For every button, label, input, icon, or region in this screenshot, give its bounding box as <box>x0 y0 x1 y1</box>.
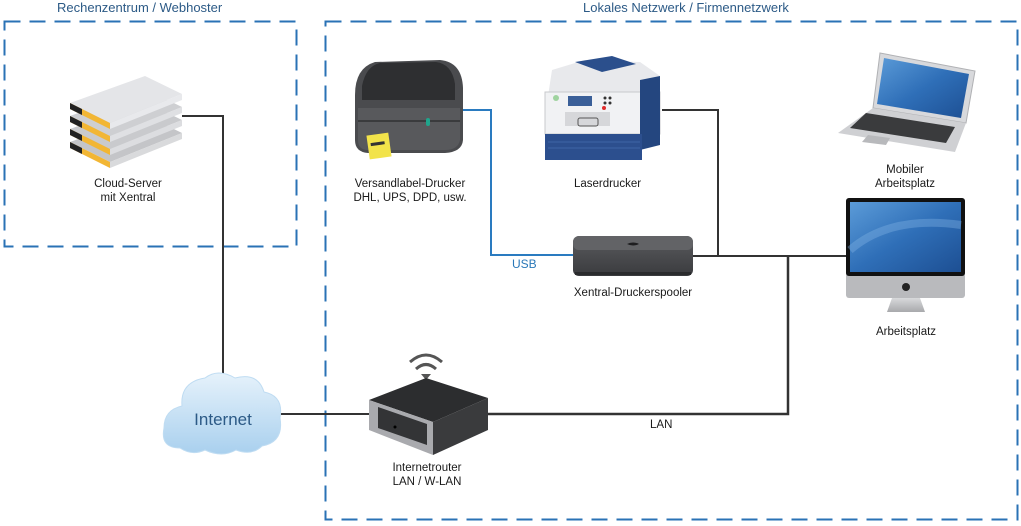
label-printer-node-label[interactable]: Versandlabel-Drucker DHL, UPS, DPD, usw. <box>340 177 480 205</box>
laser-printer-label-line1: Laserdrucker <box>573 178 642 190</box>
desktop-label-line1: Arbeitsplatz <box>875 326 937 338</box>
usb-line <box>463 109 573 256</box>
connection-lines <box>182 109 846 416</box>
server-stack-icon <box>70 53 182 168</box>
mini-pc-icon <box>573 236 693 276</box>
spooler-node-label[interactable]: Xentral-Druckerspooler <box>563 286 703 300</box>
datacenter-zone-border <box>3 20 298 248</box>
router-icon <box>369 353 488 455</box>
lan-zone-border <box>324 20 1019 521</box>
label-printer-label-line1: Versandlabel-Drucker <box>354 178 466 190</box>
cloud-icon <box>162 372 282 455</box>
laser-printer-icon <box>544 56 661 160</box>
lan-zone-title: Lokales Netzwerk / Firmennetzwerk <box>583 0 789 15</box>
label-printer-icon <box>355 60 463 160</box>
usb-connection-label: USB <box>512 257 537 271</box>
wifi-icon <box>409 353 443 371</box>
desktop-computer-icon <box>846 198 965 312</box>
cloud-server-node-label[interactable]: Cloud-Server mit Xentral <box>68 177 188 205</box>
laser-spooler-line <box>662 109 719 256</box>
internet-node-label[interactable]: Internet <box>194 410 252 429</box>
lan-connection-label: LAN <box>650 419 673 431</box>
laptop-icon <box>838 52 976 152</box>
router-node-label[interactable]: Internetrouter LAN / W-LAN <box>372 461 482 489</box>
router-label-line2: LAN / W-LAN <box>392 476 462 488</box>
cloud-server-label-line1: Cloud-Server <box>94 178 162 190</box>
datacenter-zone-title: Rechenzentrum / Webhoster <box>57 0 223 15</box>
server-internet-line <box>182 115 224 385</box>
label-printer-label-line2: DHL, UPS, DPD, usw. <box>353 192 467 204</box>
laptop-node-label[interactable]: Mobiler Arbeitsplatz <box>855 163 955 191</box>
laptop-label-line1: Mobiler <box>886 164 924 176</box>
cloud-server-label-line2: mit Xentral <box>100 192 156 204</box>
router-label-line1: Internetrouter <box>392 462 462 474</box>
spooler-label-line1: Xentral-Druckerspooler <box>573 287 693 299</box>
router-lan-line <box>488 256 790 416</box>
desktop-node-label[interactable]: Arbeitsplatz <box>856 325 956 339</box>
laser-printer-node-label[interactable]: Laserdrucker <box>550 177 665 191</box>
laptop-label-line2: Arbeitsplatz <box>874 178 936 190</box>
